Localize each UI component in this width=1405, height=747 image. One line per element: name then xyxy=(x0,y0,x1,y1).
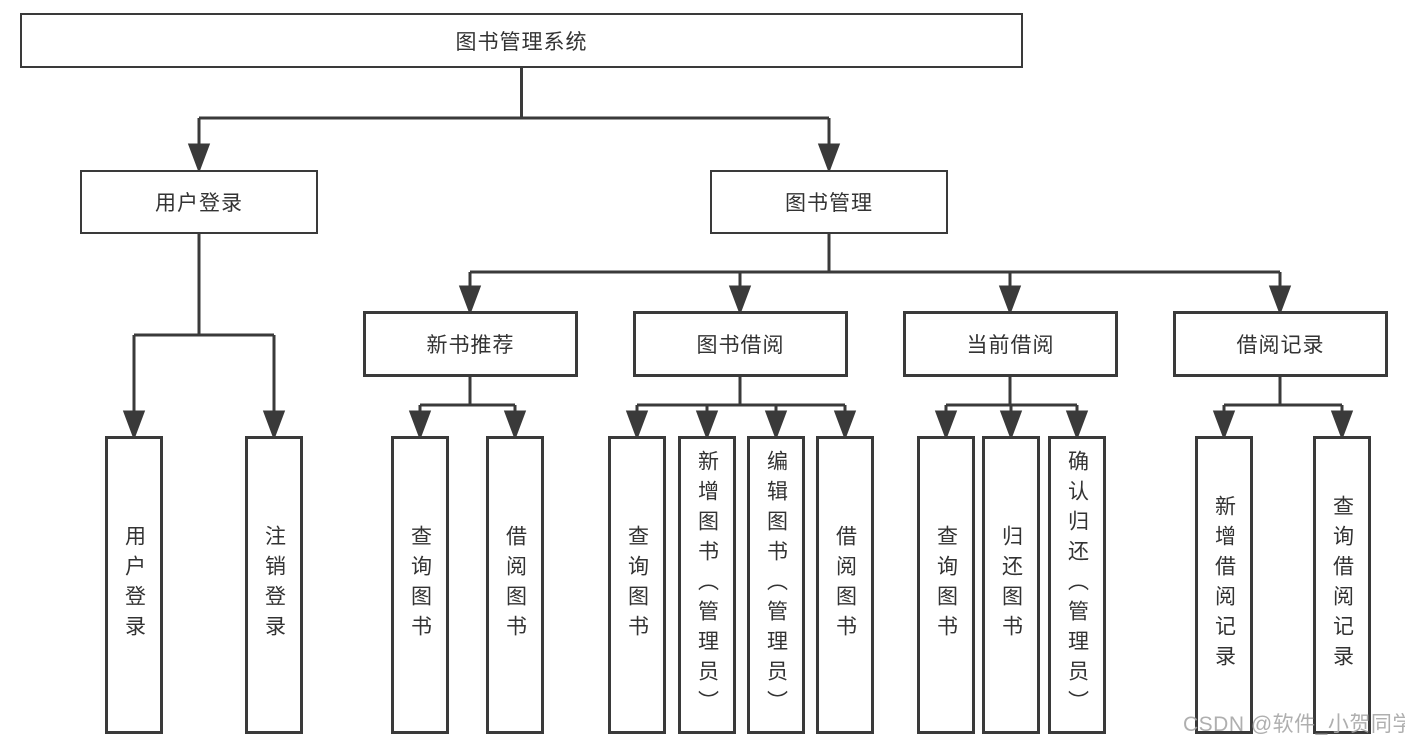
node-borrow-records: 借阅记录 xyxy=(1173,311,1388,377)
node-root: 图书管理系统 xyxy=(20,13,1023,68)
leaf-record-add-label: 新增借阅记录 xyxy=(1212,495,1236,675)
node-current-borrowing: 当前借阅 xyxy=(903,311,1118,377)
connector-root-to-level2 xyxy=(187,68,841,174)
arrowhead xyxy=(998,285,1022,316)
node-user-login-label: 用户登录 xyxy=(155,192,243,215)
node-book-management-label: 图书管理 xyxy=(785,192,873,215)
arrowhead xyxy=(262,410,286,441)
node-current-borrowing-label: 当前借阅 xyxy=(966,334,1055,357)
node-book-borrowing: 图书借阅 xyxy=(633,311,848,377)
arrowhead xyxy=(408,410,432,441)
csdn-watermark: CSDN @软件_小贺同学 xyxy=(1183,713,1405,736)
arrowhead xyxy=(122,410,146,441)
leaf-borrowing-query-label: 查询图书 xyxy=(625,525,649,645)
leaf-borrowing-borrow: 借阅图书 xyxy=(816,436,874,734)
arrowhead xyxy=(695,410,719,441)
connector-newbook-to-leaves xyxy=(408,377,527,441)
arrowhead xyxy=(764,410,788,441)
arrowhead xyxy=(187,143,211,174)
arrowhead xyxy=(728,285,752,316)
node-new-book-recommend: 新书推荐 xyxy=(363,311,578,377)
leaf-record-add: 新增借阅记录 xyxy=(1195,436,1253,734)
arrowhead xyxy=(625,410,649,441)
leaf-current-query: 查询图书 xyxy=(917,436,975,734)
node-book-management: 图书管理 xyxy=(710,170,948,234)
node-borrow-records-label: 借阅记录 xyxy=(1236,334,1325,357)
leaf-record-query: 查询借阅记录 xyxy=(1313,436,1371,734)
connector-bookmgmt-to-level3 xyxy=(458,234,1292,316)
arrowhead xyxy=(833,410,857,441)
connector-borrowrecord-to-leaves xyxy=(1212,377,1354,441)
node-book-borrowing-label: 图书借阅 xyxy=(696,334,785,357)
node-new-book-recommend-label: 新书推荐 xyxy=(426,334,515,357)
arrowhead xyxy=(1268,285,1292,316)
leaf-borrowing-add-admin: 新增图书（管理员） xyxy=(678,436,736,734)
connector-currentborrow-to-leaves xyxy=(934,377,1089,441)
arrowhead xyxy=(503,410,527,441)
leaf-logout-label: 注销登录 xyxy=(262,525,286,645)
arrowhead xyxy=(1212,410,1236,441)
leaf-current-return-label: 归还图书 xyxy=(999,525,1023,645)
leaf-borrowing-edit-admin: 编辑图书（管理员） xyxy=(747,436,805,734)
leaf-current-return: 归还图书 xyxy=(982,436,1040,734)
leaf-user-login-label: 用户登录 xyxy=(122,525,146,645)
leaf-user-login: 用户登录 xyxy=(105,436,163,734)
leaf-newbook-borrow: 借阅图书 xyxy=(486,436,544,734)
leaf-current-query-label: 查询图书 xyxy=(934,525,958,645)
connector-userlogin-to-leaves xyxy=(122,234,286,441)
arrowhead xyxy=(1330,410,1354,441)
arrowhead xyxy=(1065,410,1089,441)
arrowhead xyxy=(934,410,958,441)
leaf-borrowing-edit-admin-label: 编辑图书（管理员） xyxy=(764,450,788,720)
leaf-borrowing-borrow-label: 借阅图书 xyxy=(833,525,857,645)
leaf-logout: 注销登录 xyxy=(245,436,303,734)
connector-bookborrow-to-leaves xyxy=(625,377,857,441)
leaf-newbook-query-label: 查询图书 xyxy=(408,525,432,645)
leaf-newbook-borrow-label: 借阅图书 xyxy=(503,525,527,645)
node-root-label: 图书管理系统 xyxy=(455,30,588,54)
node-user-login: 用户登录 xyxy=(80,170,318,234)
arrowhead xyxy=(458,285,482,316)
arrowhead xyxy=(999,410,1023,441)
arrowhead xyxy=(817,143,841,174)
leaf-borrowing-add-admin-label: 新增图书（管理员） xyxy=(695,450,719,720)
leaf-newbook-query: 查询图书 xyxy=(391,436,449,734)
leaf-borrowing-query: 查询图书 xyxy=(608,436,666,734)
leaf-record-query-label: 查询借阅记录 xyxy=(1330,495,1354,675)
leaf-current-confirm-return-admin: 确认归还（管理员） xyxy=(1048,436,1106,734)
leaf-current-confirm-return-admin-label: 确认归还（管理员） xyxy=(1065,450,1089,720)
